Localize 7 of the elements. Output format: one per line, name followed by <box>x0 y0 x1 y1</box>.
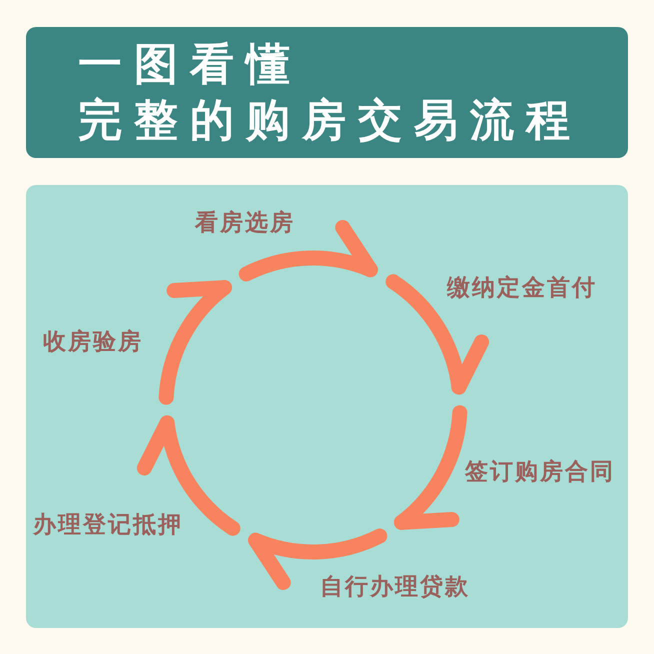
step-label: 办理登记抵押 <box>33 511 183 539</box>
step-label: 收房验房 <box>43 328 143 356</box>
step-label: 自行办理贷款 <box>320 573 470 601</box>
step-label: 签订购房合同 <box>465 458 615 486</box>
step-label: 缴纳定金首付 <box>447 274 597 302</box>
step-label: 看房选房 <box>195 209 295 237</box>
title: 一图看懂完整的购房交易流程 <box>78 38 583 148</box>
